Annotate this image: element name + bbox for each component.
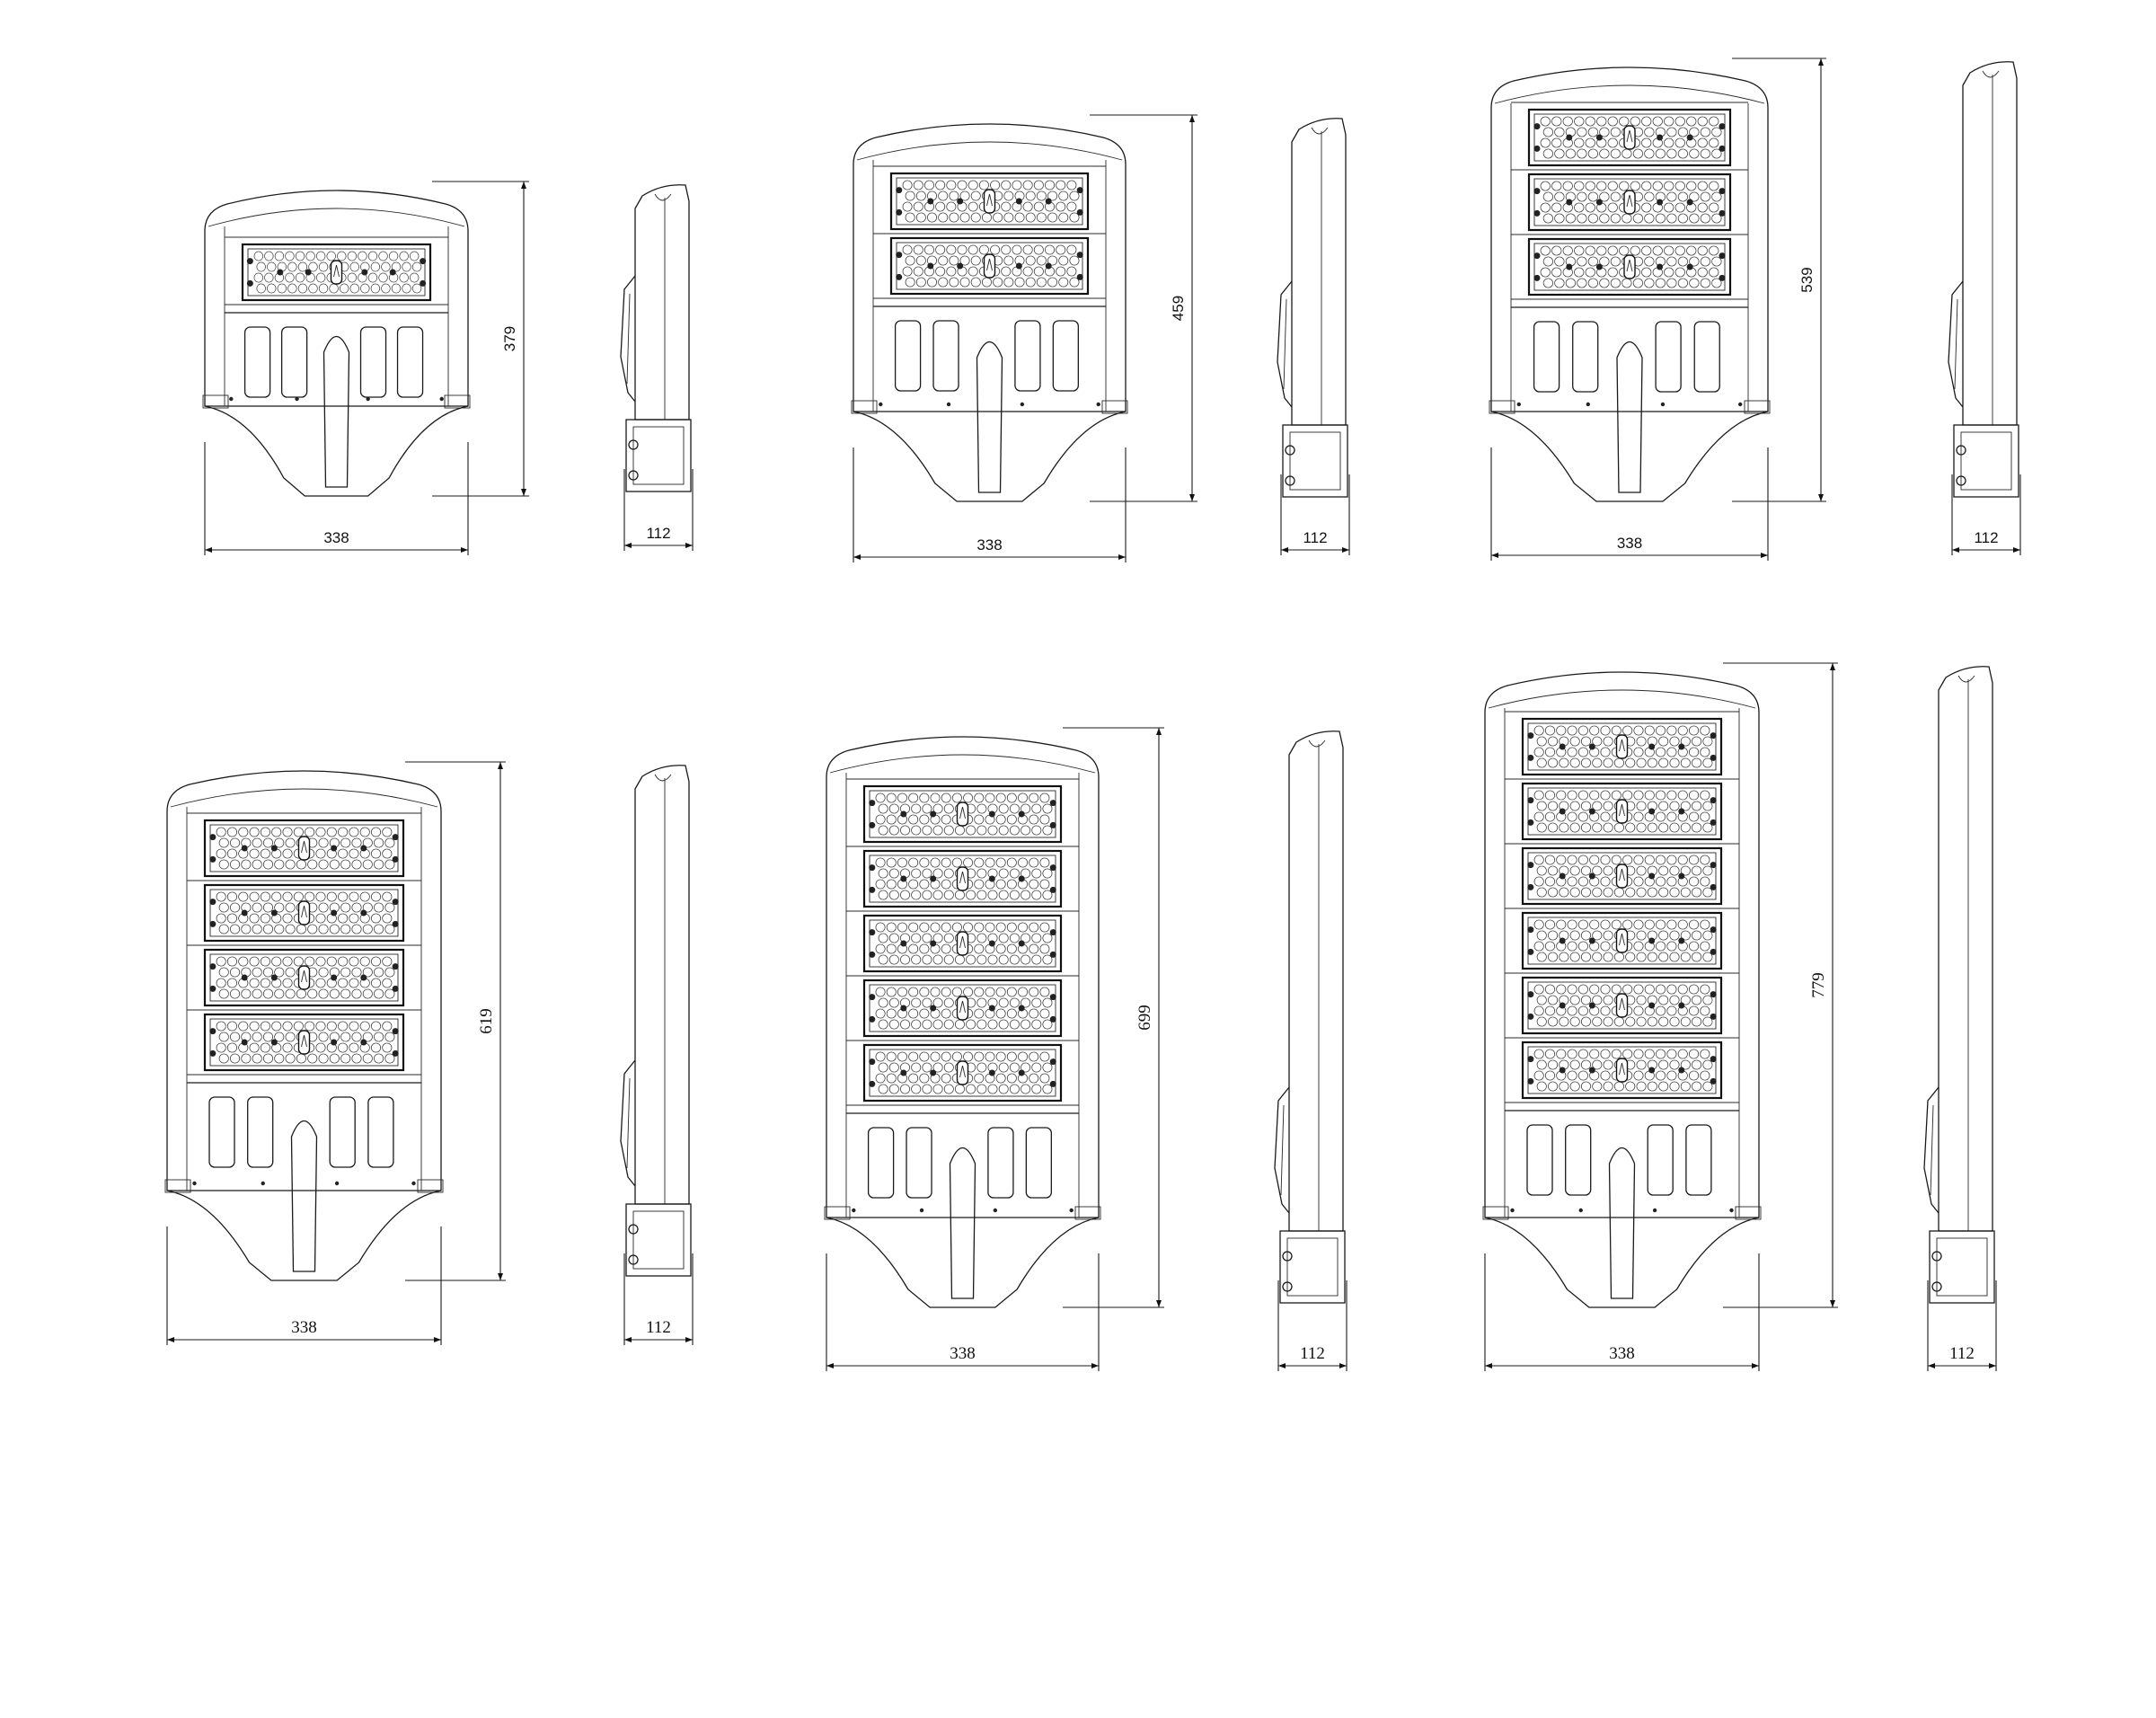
led-module xyxy=(889,236,1090,296)
led-module xyxy=(1527,108,1732,167)
side-dimension-label: 112 xyxy=(1974,529,1998,546)
drawing-2-module: 338 459 112 xyxy=(851,114,1350,562)
width-dimension-label: 338 xyxy=(1617,535,1642,552)
drawing-6-module: 338 779 112 xyxy=(1482,662,1997,1371)
width-dimension-label: 338 xyxy=(291,1318,317,1337)
height-dimension-label: 779 xyxy=(1809,972,1828,998)
side-view xyxy=(620,184,692,492)
led-module xyxy=(203,819,405,878)
side-dimension-label: 112 xyxy=(646,1318,671,1337)
led-module xyxy=(862,979,1063,1038)
front-view xyxy=(851,123,1128,502)
width-dimension-label: 338 xyxy=(950,1344,976,1363)
front-view xyxy=(1489,66,1771,502)
led-module xyxy=(889,172,1090,231)
led-module xyxy=(862,1043,1063,1103)
side-view xyxy=(1274,731,1346,1304)
front-view xyxy=(164,770,444,1281)
height-dimension-label: 619 xyxy=(477,1008,496,1034)
front-view xyxy=(1482,671,1762,1308)
height-dimension-label: 539 xyxy=(1798,267,1816,292)
led-module xyxy=(203,883,405,943)
side-dimension-label: 112 xyxy=(1300,1344,1325,1363)
front-view xyxy=(824,736,1101,1308)
led-module xyxy=(241,243,432,302)
front-view xyxy=(202,190,471,497)
led-module xyxy=(203,948,405,1007)
height-dimension-label: 379 xyxy=(501,326,518,351)
side-view xyxy=(1923,666,1995,1304)
led-module xyxy=(862,914,1063,973)
led-module xyxy=(862,849,1063,908)
width-dimension-label: 338 xyxy=(976,536,1002,553)
led-module xyxy=(1521,717,1723,776)
width-dimension-label: 338 xyxy=(1609,1344,1635,1363)
drawing-4-module: 338 619 112 xyxy=(164,761,694,1345)
led-module xyxy=(1521,782,1723,841)
side-view xyxy=(1277,118,1348,498)
led-module xyxy=(862,784,1063,844)
side-dimension-label: 112 xyxy=(646,525,670,542)
drawing-1-module: 338 379 112 xyxy=(202,181,694,555)
led-module xyxy=(1521,911,1723,970)
led-module xyxy=(1527,173,1732,232)
height-dimension-label: 459 xyxy=(1170,296,1187,321)
led-module xyxy=(1521,846,1723,906)
side-view xyxy=(1948,61,2019,498)
height-dimension-label: 699 xyxy=(1135,1005,1154,1031)
width-dimension-label: 338 xyxy=(323,529,349,546)
led-module xyxy=(1521,1041,1723,1100)
side-dimension-label: 112 xyxy=(1303,529,1327,546)
drawing-3-module: 338 539 112 xyxy=(1489,58,2021,561)
led-module xyxy=(203,1013,405,1072)
side-dimension-label: 112 xyxy=(1949,1344,1975,1363)
led-module xyxy=(1527,237,1732,297)
side-view xyxy=(620,765,692,1277)
led-module xyxy=(1521,976,1723,1035)
drawing-5-module: 338 699 112 xyxy=(824,727,1348,1371)
